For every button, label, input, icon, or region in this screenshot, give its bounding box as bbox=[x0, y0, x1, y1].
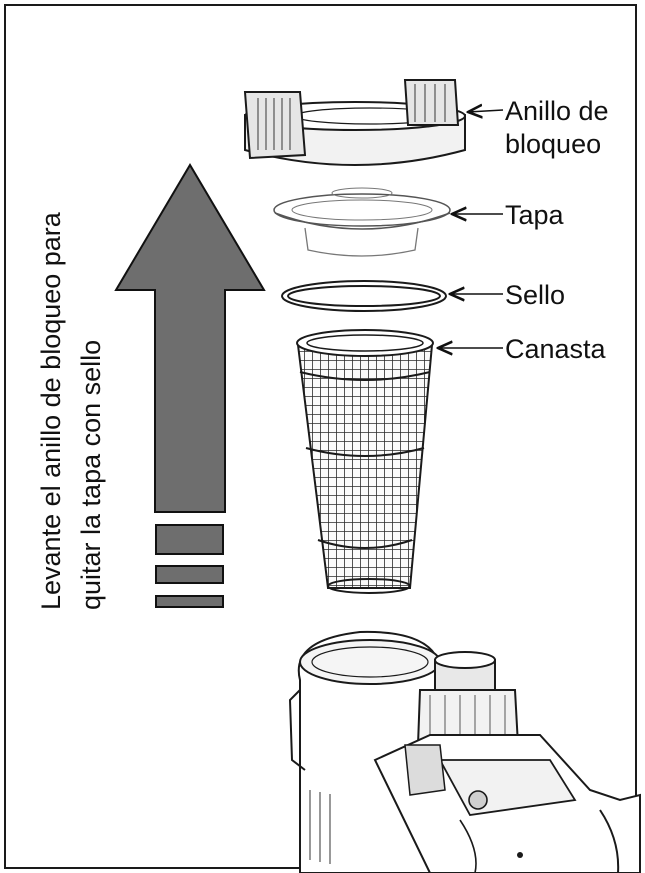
arrow-body bbox=[114, 163, 266, 513]
seal-label: Sello bbox=[505, 280, 565, 310]
basket-illustration bbox=[296, 329, 434, 594]
lid-illustration bbox=[273, 187, 451, 257]
lid-label: Tapa bbox=[505, 200, 565, 230]
pump-housing-illustration bbox=[288, 630, 641, 873]
basket-label: Canasta bbox=[505, 334, 607, 364]
instruction-line-2: quitar la tapa con sello bbox=[76, 340, 106, 610]
locking-ring-label-line-1: Anillo de bbox=[505, 96, 609, 126]
arrow-dash-3 bbox=[155, 595, 224, 608]
lift-up-arrow bbox=[114, 163, 266, 608]
locking-ring-illustration bbox=[243, 79, 466, 166]
instruction-line-1: Levante el anillo de bloqueo para bbox=[36, 211, 66, 610]
arrow-dash-2 bbox=[155, 565, 224, 584]
part-labels: Anillo de bloqueo Tapa Sello Canasta bbox=[505, 96, 609, 364]
arrow-dash-1 bbox=[155, 524, 224, 555]
locking-ring-pointer bbox=[468, 110, 504, 112]
callout-arrows bbox=[438, 110, 504, 348]
seal-illustration bbox=[281, 280, 447, 312]
locking-ring-label-line-2: bloqueo bbox=[505, 129, 601, 159]
instruction-text: Levante el anillo de bloqueo para quitar… bbox=[36, 211, 106, 610]
